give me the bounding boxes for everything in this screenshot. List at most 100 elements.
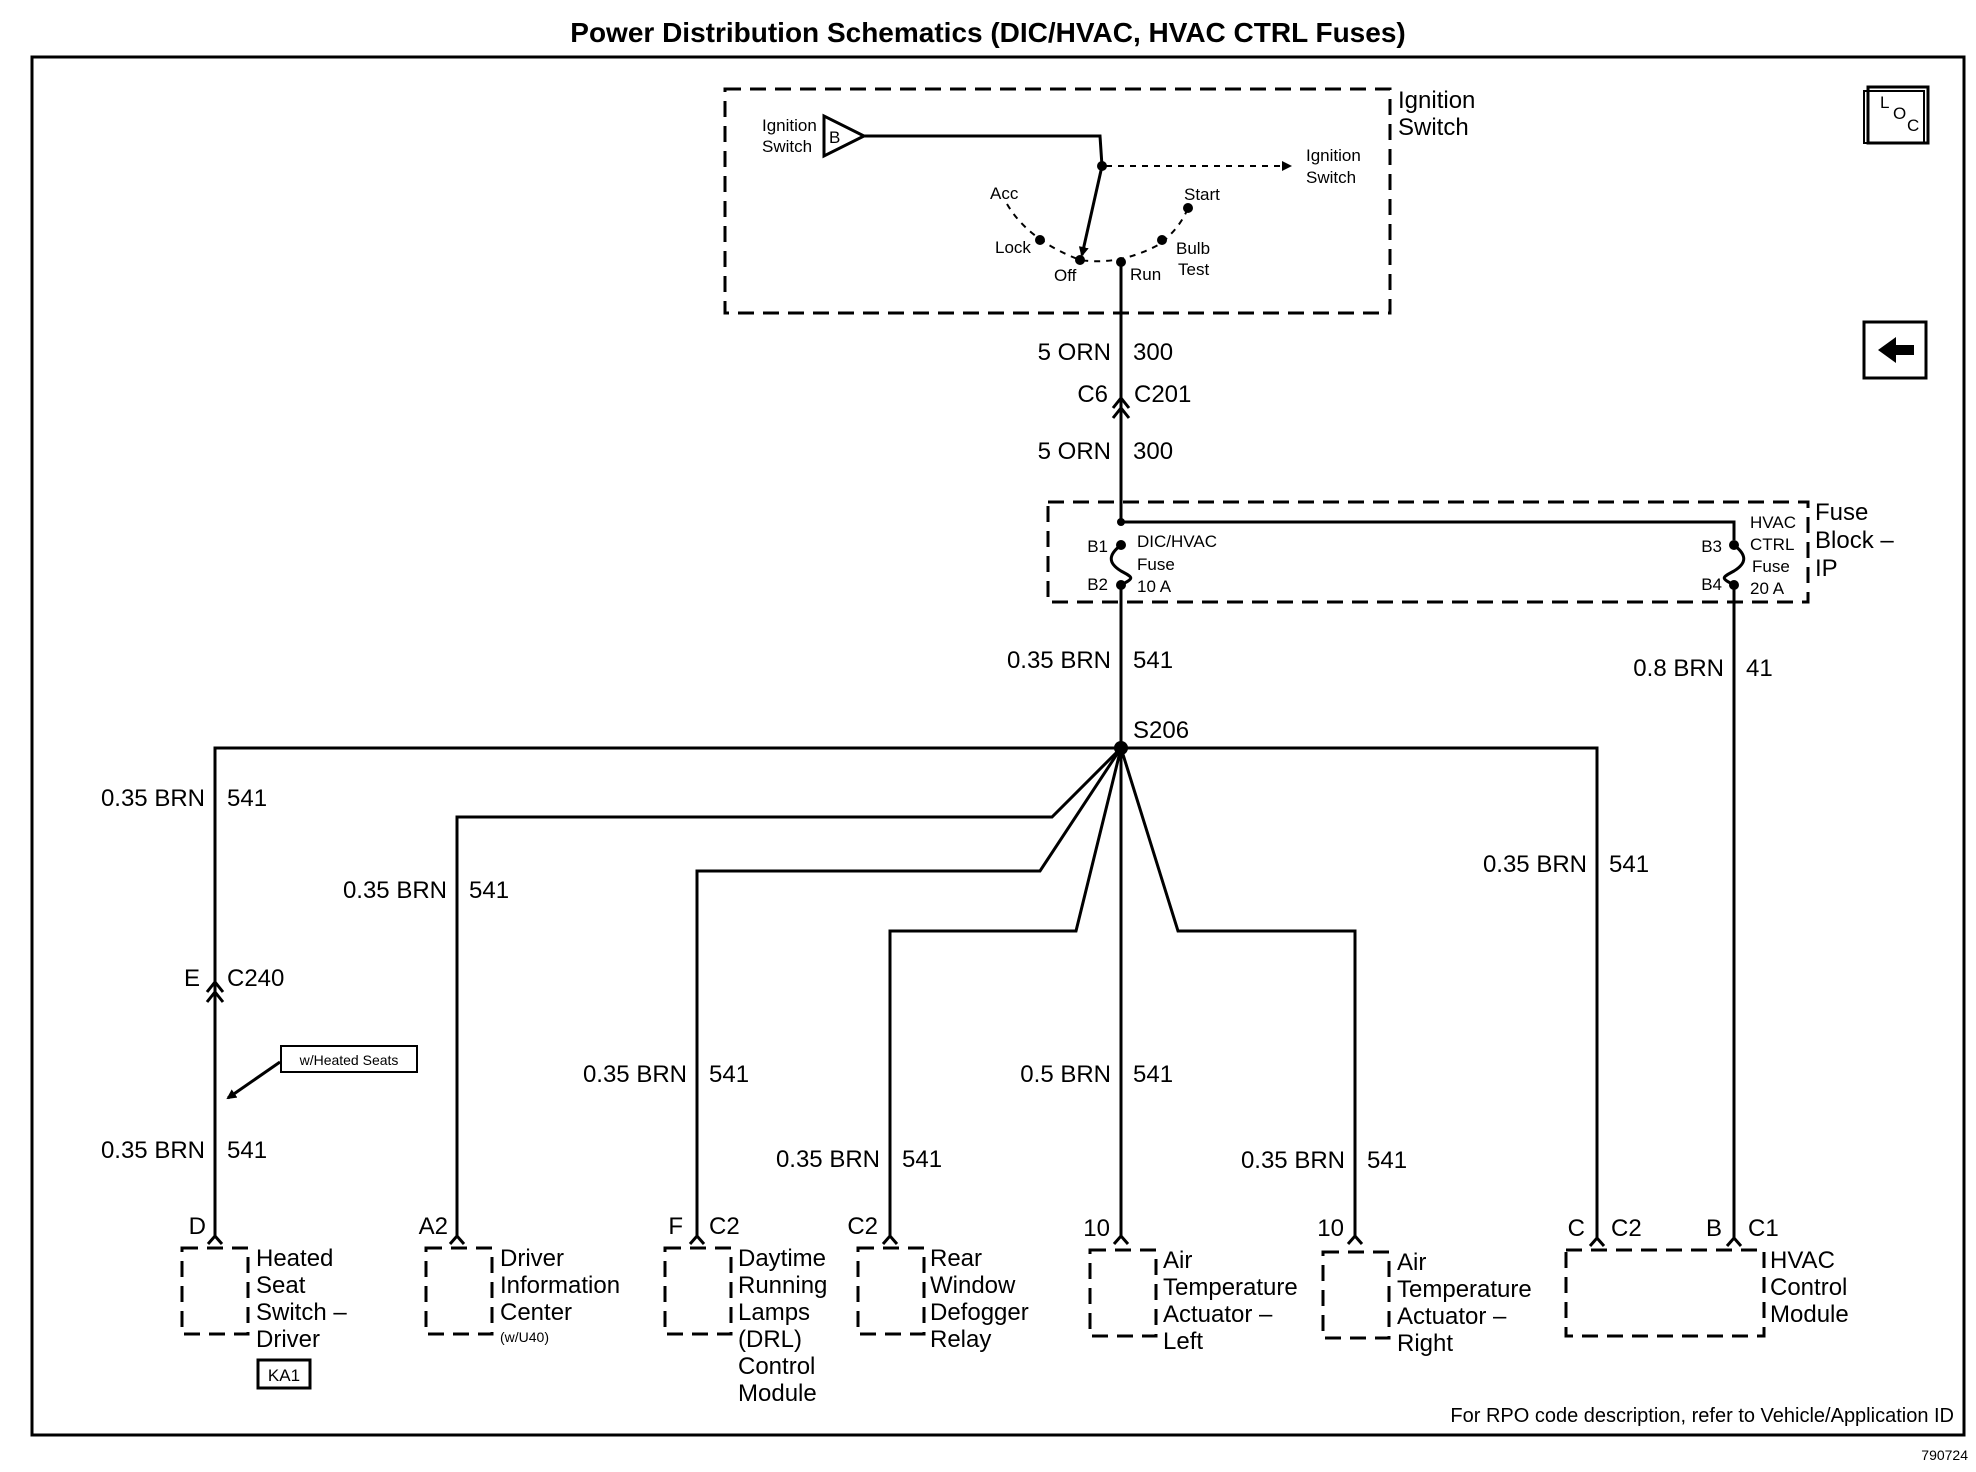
- component-drl-control-module: F C2 Daytime Running Lamps (DRL) Control…: [663, 1213, 827, 1407]
- svg-text:5 ORN: 5 ORN: [1038, 438, 1111, 465]
- svg-text:Lock: Lock: [995, 238, 1031, 257]
- svg-text:C: C: [1568, 1215, 1585, 1242]
- svg-text:Driver: Driver: [256, 1326, 320, 1353]
- svg-text:Run: Run: [1130, 265, 1161, 284]
- svg-text:B1: B1: [1087, 537, 1108, 556]
- svg-text:0.8 BRN: 0.8 BRN: [1633, 655, 1724, 682]
- svg-text:HVAC: HVAC: [1770, 1247, 1835, 1274]
- svg-text:F: F: [668, 1213, 683, 1240]
- svg-text:541: 541: [227, 1137, 267, 1164]
- svg-text:E: E: [184, 965, 200, 992]
- svg-text:541: 541: [709, 1061, 749, 1088]
- back-arrow-icon[interactable]: [1862, 320, 1928, 380]
- connector-c240: E C240: [184, 965, 284, 1003]
- svg-text:0.35 BRN: 0.35 BRN: [1483, 851, 1587, 878]
- svg-text:0.35 BRN: 0.35 BRN: [583, 1061, 687, 1088]
- component-air-temp-actuator-right: 10 Air Temperature Actuator – Right: [1317, 1215, 1531, 1357]
- svg-text:Actuator –: Actuator –: [1397, 1303, 1507, 1330]
- svg-text:(w/U40): (w/U40): [500, 1329, 549, 1345]
- svg-text:Switch: Switch: [762, 137, 812, 156]
- svg-text:Seat: Seat: [256, 1272, 306, 1299]
- ignition-input-terminal-icon: [822, 113, 868, 159]
- svg-text:KA1: KA1: [268, 1366, 300, 1385]
- fuse-block-ip: Fuse Block – IP B1 B2 DIC/HVAC Fuse 10 A…: [1046, 499, 1894, 604]
- svg-text:Ignition: Ignition: [1306, 146, 1361, 165]
- svg-text:O: O: [1893, 104, 1906, 123]
- svg-text:Fuse: Fuse: [1137, 555, 1175, 574]
- svg-text:0.35 BRN: 0.35 BRN: [776, 1146, 880, 1173]
- svg-text:Switch –: Switch –: [256, 1299, 347, 1326]
- svg-text:0.35 BRN: 0.35 BRN: [343, 877, 447, 904]
- svg-text:DIC/HVAC: DIC/HVAC: [1137, 532, 1217, 551]
- footer-note: For RPO code description, refer to Vehic…: [1450, 1405, 1954, 1427]
- svg-text:Running: Running: [738, 1272, 827, 1299]
- svg-text:Test: Test: [1178, 260, 1209, 279]
- svg-text:Right: Right: [1397, 1330, 1453, 1357]
- svg-text:300: 300: [1133, 339, 1173, 366]
- svg-text:Fuse: Fuse: [1752, 557, 1790, 576]
- svg-text:B2: B2: [1087, 575, 1108, 594]
- svg-text:10: 10: [1317, 1215, 1344, 1242]
- svg-text:0.5 BRN: 0.5 BRN: [1020, 1061, 1111, 1088]
- svg-text:Ignition: Ignition: [1398, 87, 1475, 114]
- svg-text:C: C: [1907, 116, 1919, 135]
- svg-text:Air: Air: [1163, 1247, 1192, 1274]
- svg-text:541: 541: [1133, 647, 1173, 674]
- svg-text:B: B: [829, 128, 840, 147]
- svg-text:0.35 BRN: 0.35 BRN: [1241, 1147, 1345, 1174]
- svg-text:C240: C240: [227, 965, 284, 992]
- svg-text:D: D: [189, 1213, 206, 1240]
- svg-text:Heated: Heated: [256, 1245, 333, 1272]
- svg-text:541: 541: [227, 785, 267, 812]
- svg-text:Off: Off: [1054, 266, 1077, 285]
- svg-text:(DRL): (DRL): [738, 1326, 802, 1353]
- doc-number: 790724: [1921, 1447, 1968, 1463]
- svg-text:10: 10: [1083, 1215, 1110, 1242]
- svg-text:Relay: Relay: [930, 1326, 991, 1353]
- component-hvac-control-module: C C2 B C1 HVAC Control Module: [1564, 1215, 1849, 1338]
- component-rear-window-defogger-relay: C2 Rear Window Defogger Relay: [847, 1213, 1028, 1353]
- svg-text:541: 541: [1133, 1061, 1173, 1088]
- loc-icon[interactable]: L O C: [1863, 85, 1930, 145]
- svg-text:Fuse: Fuse: [1815, 499, 1868, 526]
- ignition-switch: Ignition Switch Ignition Switch B Igniti…: [723, 87, 1475, 315]
- svg-text:0.35 BRN: 0.35 BRN: [101, 785, 205, 812]
- svg-text:300: 300: [1133, 438, 1173, 465]
- svg-text:C2: C2: [1611, 1215, 1642, 1242]
- svg-text:Actuator –: Actuator –: [1163, 1301, 1273, 1328]
- svg-text:C1: C1: [1748, 1215, 1779, 1242]
- svg-text:Air: Air: [1397, 1249, 1426, 1276]
- svg-text:Switch: Switch: [1398, 114, 1469, 141]
- fuse-dic-hvac: B1 B2 DIC/HVAC Fuse 10 A: [1087, 532, 1217, 596]
- svg-text:Window: Window: [930, 1272, 1016, 1299]
- svg-text:20 A: 20 A: [1750, 579, 1785, 598]
- diagram-frame: [30, 55, 1966, 1437]
- svg-text:S206: S206: [1133, 717, 1189, 744]
- component-driver-information-center: A2 Driver Information Center (w/U40): [419, 1213, 620, 1345]
- branch-wires: [213, 746, 1599, 1240]
- svg-text:CTRL: CTRL: [1750, 535, 1794, 554]
- svg-text:Driver: Driver: [500, 1245, 564, 1272]
- svg-text:Temperature: Temperature: [1163, 1274, 1298, 1301]
- svg-text:0.35 BRN: 0.35 BRN: [101, 1137, 205, 1164]
- svg-text:C201: C201: [1134, 381, 1191, 408]
- svg-text:10 A: 10 A: [1137, 577, 1172, 596]
- svg-text:Switch: Switch: [1306, 168, 1356, 187]
- svg-text:Module: Module: [1770, 1301, 1849, 1328]
- svg-text:541: 541: [469, 877, 509, 904]
- svg-text:Daytime: Daytime: [738, 1245, 826, 1272]
- page-title: Power Distribution Schematics (DIC/HVAC,…: [570, 17, 1405, 48]
- svg-text:541: 541: [1367, 1147, 1407, 1174]
- svg-text:A2: A2: [419, 1213, 448, 1240]
- svg-text:HVAC: HVAC: [1750, 513, 1796, 532]
- svg-text:B4: B4: [1701, 575, 1722, 594]
- svg-text:Block –: Block –: [1815, 527, 1894, 554]
- svg-text:Left: Left: [1163, 1328, 1203, 1355]
- component-air-temp-actuator-left: 10 Air Temperature Actuator – Left: [1083, 1215, 1297, 1355]
- svg-text:Module: Module: [738, 1380, 817, 1407]
- svg-text:B: B: [1706, 1215, 1722, 1242]
- fuse-hvac-ctrl: B3 B4 HVAC CTRL Fuse 20 A: [1701, 513, 1796, 598]
- svg-text:Information: Information: [500, 1272, 620, 1299]
- svg-text:Control: Control: [738, 1353, 815, 1380]
